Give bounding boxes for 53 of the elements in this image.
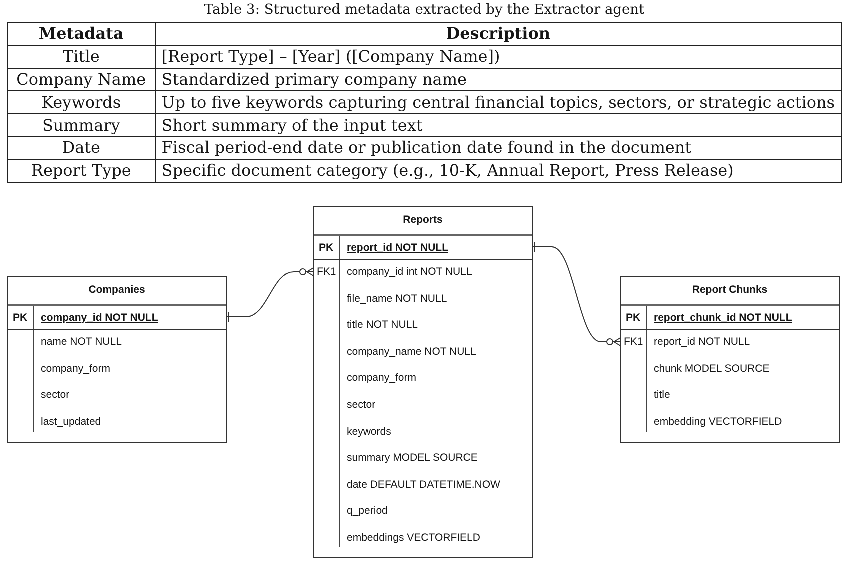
primary-key-column: report_chunk_id NOT NULL	[654, 311, 792, 325]
column-name: sector	[41, 388, 70, 402]
column-name: title NOT NULL	[347, 318, 418, 332]
field-description: Standardized primary company name	[155, 68, 842, 91]
field-description: [Report Type] – [Year] ([Company Name])	[155, 45, 842, 68]
entity-name: Report Chunks	[692, 283, 768, 297]
entity-table	[7, 276, 227, 443]
relationship-line	[532, 242, 622, 347]
column-name: title	[654, 388, 670, 402]
column-header: Description	[155, 22, 842, 46]
metadata-field: Keywords	[8, 90, 156, 114]
entity-name: Companies	[88, 283, 146, 297]
entity-table	[313, 206, 533, 558]
table-caption: Table 3: Structured metadata extracted by the Extractor agent	[204, 2, 645, 18]
metadata-field: Title	[8, 45, 156, 68]
entity-name: Reports	[403, 213, 443, 227]
column-name: embedding VECTORFIELD	[654, 414, 782, 429]
column-name: company_name NOT NULL	[347, 344, 476, 359]
column-name: sector	[347, 398, 376, 412]
column-name: file_name NOT NULL	[347, 292, 448, 306]
primary-key-row	[621, 304, 839, 330]
column-name: company_form	[41, 362, 110, 376]
key-marker: FK1	[317, 265, 336, 279]
primary-key-column: report_id NOT NULL	[347, 241, 448, 255]
primary-key-column: company_id NOT NULL	[41, 311, 158, 325]
key-marker: PK	[13, 311, 28, 325]
metadata-field: Company Name	[8, 68, 156, 91]
column-name: company_form	[347, 371, 416, 386]
column-name: summary MODEL SOURCE	[347, 451, 478, 466]
key-marker: FK1	[624, 335, 644, 349]
relationship-line	[226, 267, 314, 322]
field-description: Up to five keywords capturing central financial topics, sectors, or strategic actions	[155, 90, 842, 114]
primary-key-row	[8, 304, 226, 330]
key-marker: PK	[319, 241, 334, 255]
metadata-field: Date	[8, 136, 156, 160]
column-header: Metadata	[8, 22, 156, 46]
column-name: name NOT NULL	[41, 335, 122, 349]
column-name: last_updated	[41, 414, 102, 429]
column-name: keywords	[347, 424, 392, 439]
field-description: Fiscal period-end date or publication date found in the document	[155, 136, 842, 160]
metadata-field: Summary	[8, 114, 156, 136]
field-description: Short summary of the input text	[155, 114, 842, 136]
primary-key-row	[314, 234, 532, 260]
column-name: q_period	[347, 504, 388, 518]
key-marker: PK	[626, 311, 641, 325]
column-name: chunk MODEL SOURCE	[654, 362, 770, 376]
column-name: date DEFAULT DATETIME.NOW	[347, 478, 500, 492]
field-description: Specific document category (e.g., 10-K, Annual Report, Press Release)	[155, 159, 842, 182]
column-name: company_id int NOT NULL	[347, 265, 472, 279]
column-name: embeddings VECTORFIELD	[347, 531, 480, 545]
metadata-field: Report Type	[8, 159, 156, 182]
entity-table	[620, 276, 840, 443]
column-name: report_id NOT NULL	[654, 335, 750, 349]
